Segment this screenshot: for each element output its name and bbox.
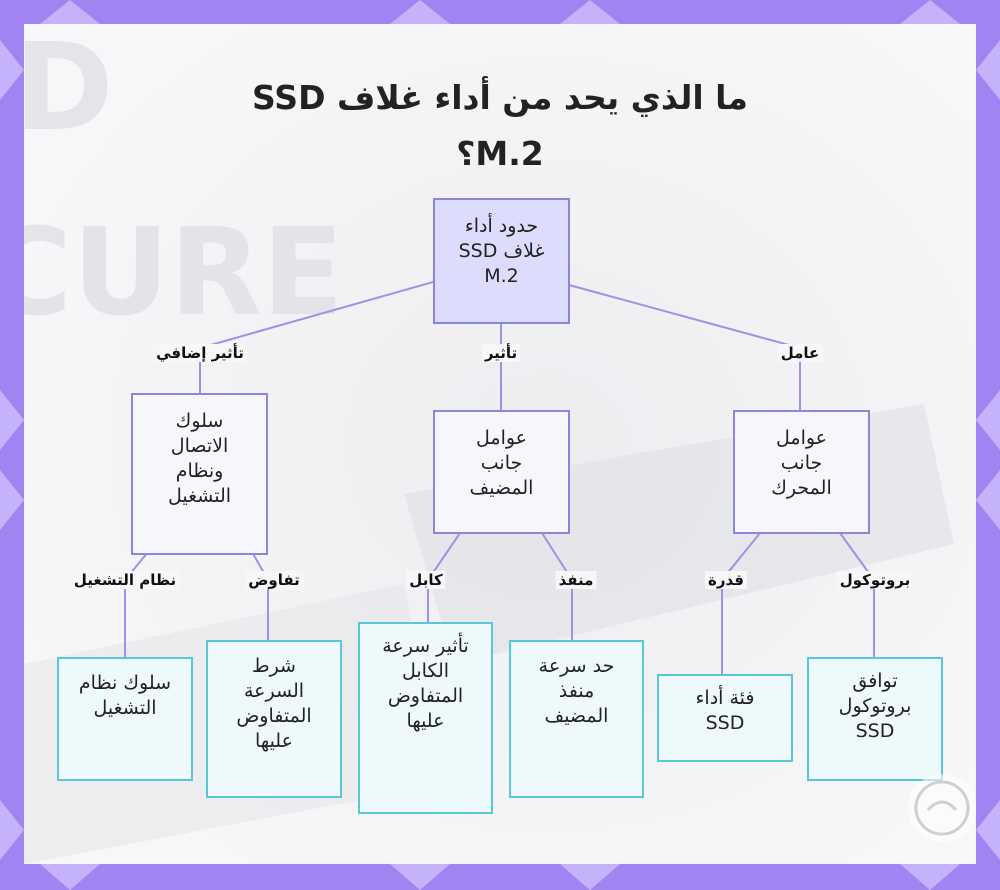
edge-connection-negotiation: [251, 551, 269, 640]
edge-label-capacity: قدرة: [705, 571, 747, 589]
node-cable-speed-effect: تأثير سرعة الكابل المتفاوض عليها: [358, 622, 493, 814]
watermark-text: CURE: [24, 204, 344, 343]
diagram-card: D CURE ما الذي يحد من أداء غلاف SSD M.2؟…: [24, 24, 976, 864]
node-connection-os-behavior: سلوك الاتصال ونظام التشغيل: [131, 393, 268, 555]
node-engine-side-factors: عوامل جانب المحرك: [733, 410, 870, 534]
edge-label-cable: كابل: [406, 571, 446, 589]
node-host-port-limit: حد سرعة منفذ المضيف: [509, 640, 644, 798]
node-negotiated-speed-condition: شرط السرعة المتفاوض عليها: [206, 640, 342, 798]
node-os-behavior: سلوك نظام التشغيل: [57, 657, 193, 781]
title-line-1: ما الذي يحد من أداء غلاف SSD: [252, 78, 748, 117]
page-title: ما الذي يحد من أداء غلاف SSD M.2؟: [24, 70, 976, 182]
edge-engine-protocol: [839, 532, 875, 657]
node-host-side-factors: عوامل جانب المضيف: [433, 410, 570, 534]
edge-label-effect: تأثير: [481, 344, 521, 362]
node-ssd-protocol-compat: توافق بروتوكول SSD: [807, 657, 943, 781]
edge-label-protocol: بروتوكول: [836, 571, 914, 589]
edge-label-port: منفذ: [555, 571, 597, 589]
watermark-text: D: [24, 24, 114, 158]
edge-engine-capacity: [721, 532, 761, 674]
edge-label-negotiation: تفاوض: [245, 571, 303, 589]
title-line-2: M.2؟: [456, 134, 544, 173]
edge-root-connection: [199, 281, 434, 393]
logo-watermark-icon: [908, 774, 976, 842]
node-ssd-performance-class: فئة أداء SSD: [657, 674, 793, 762]
edge-label-additional-effect: تأثير إضافي: [153, 344, 247, 362]
edge-connection-os: [124, 551, 149, 657]
node-ssd-enclosure-limits: حدود أداء غلاف SSD M.2: [433, 198, 570, 324]
edge-label-os: نظام التشغيل: [70, 571, 180, 589]
edge-root-engine: [568, 284, 801, 410]
edge-label-factor: عامل: [777, 344, 823, 362]
